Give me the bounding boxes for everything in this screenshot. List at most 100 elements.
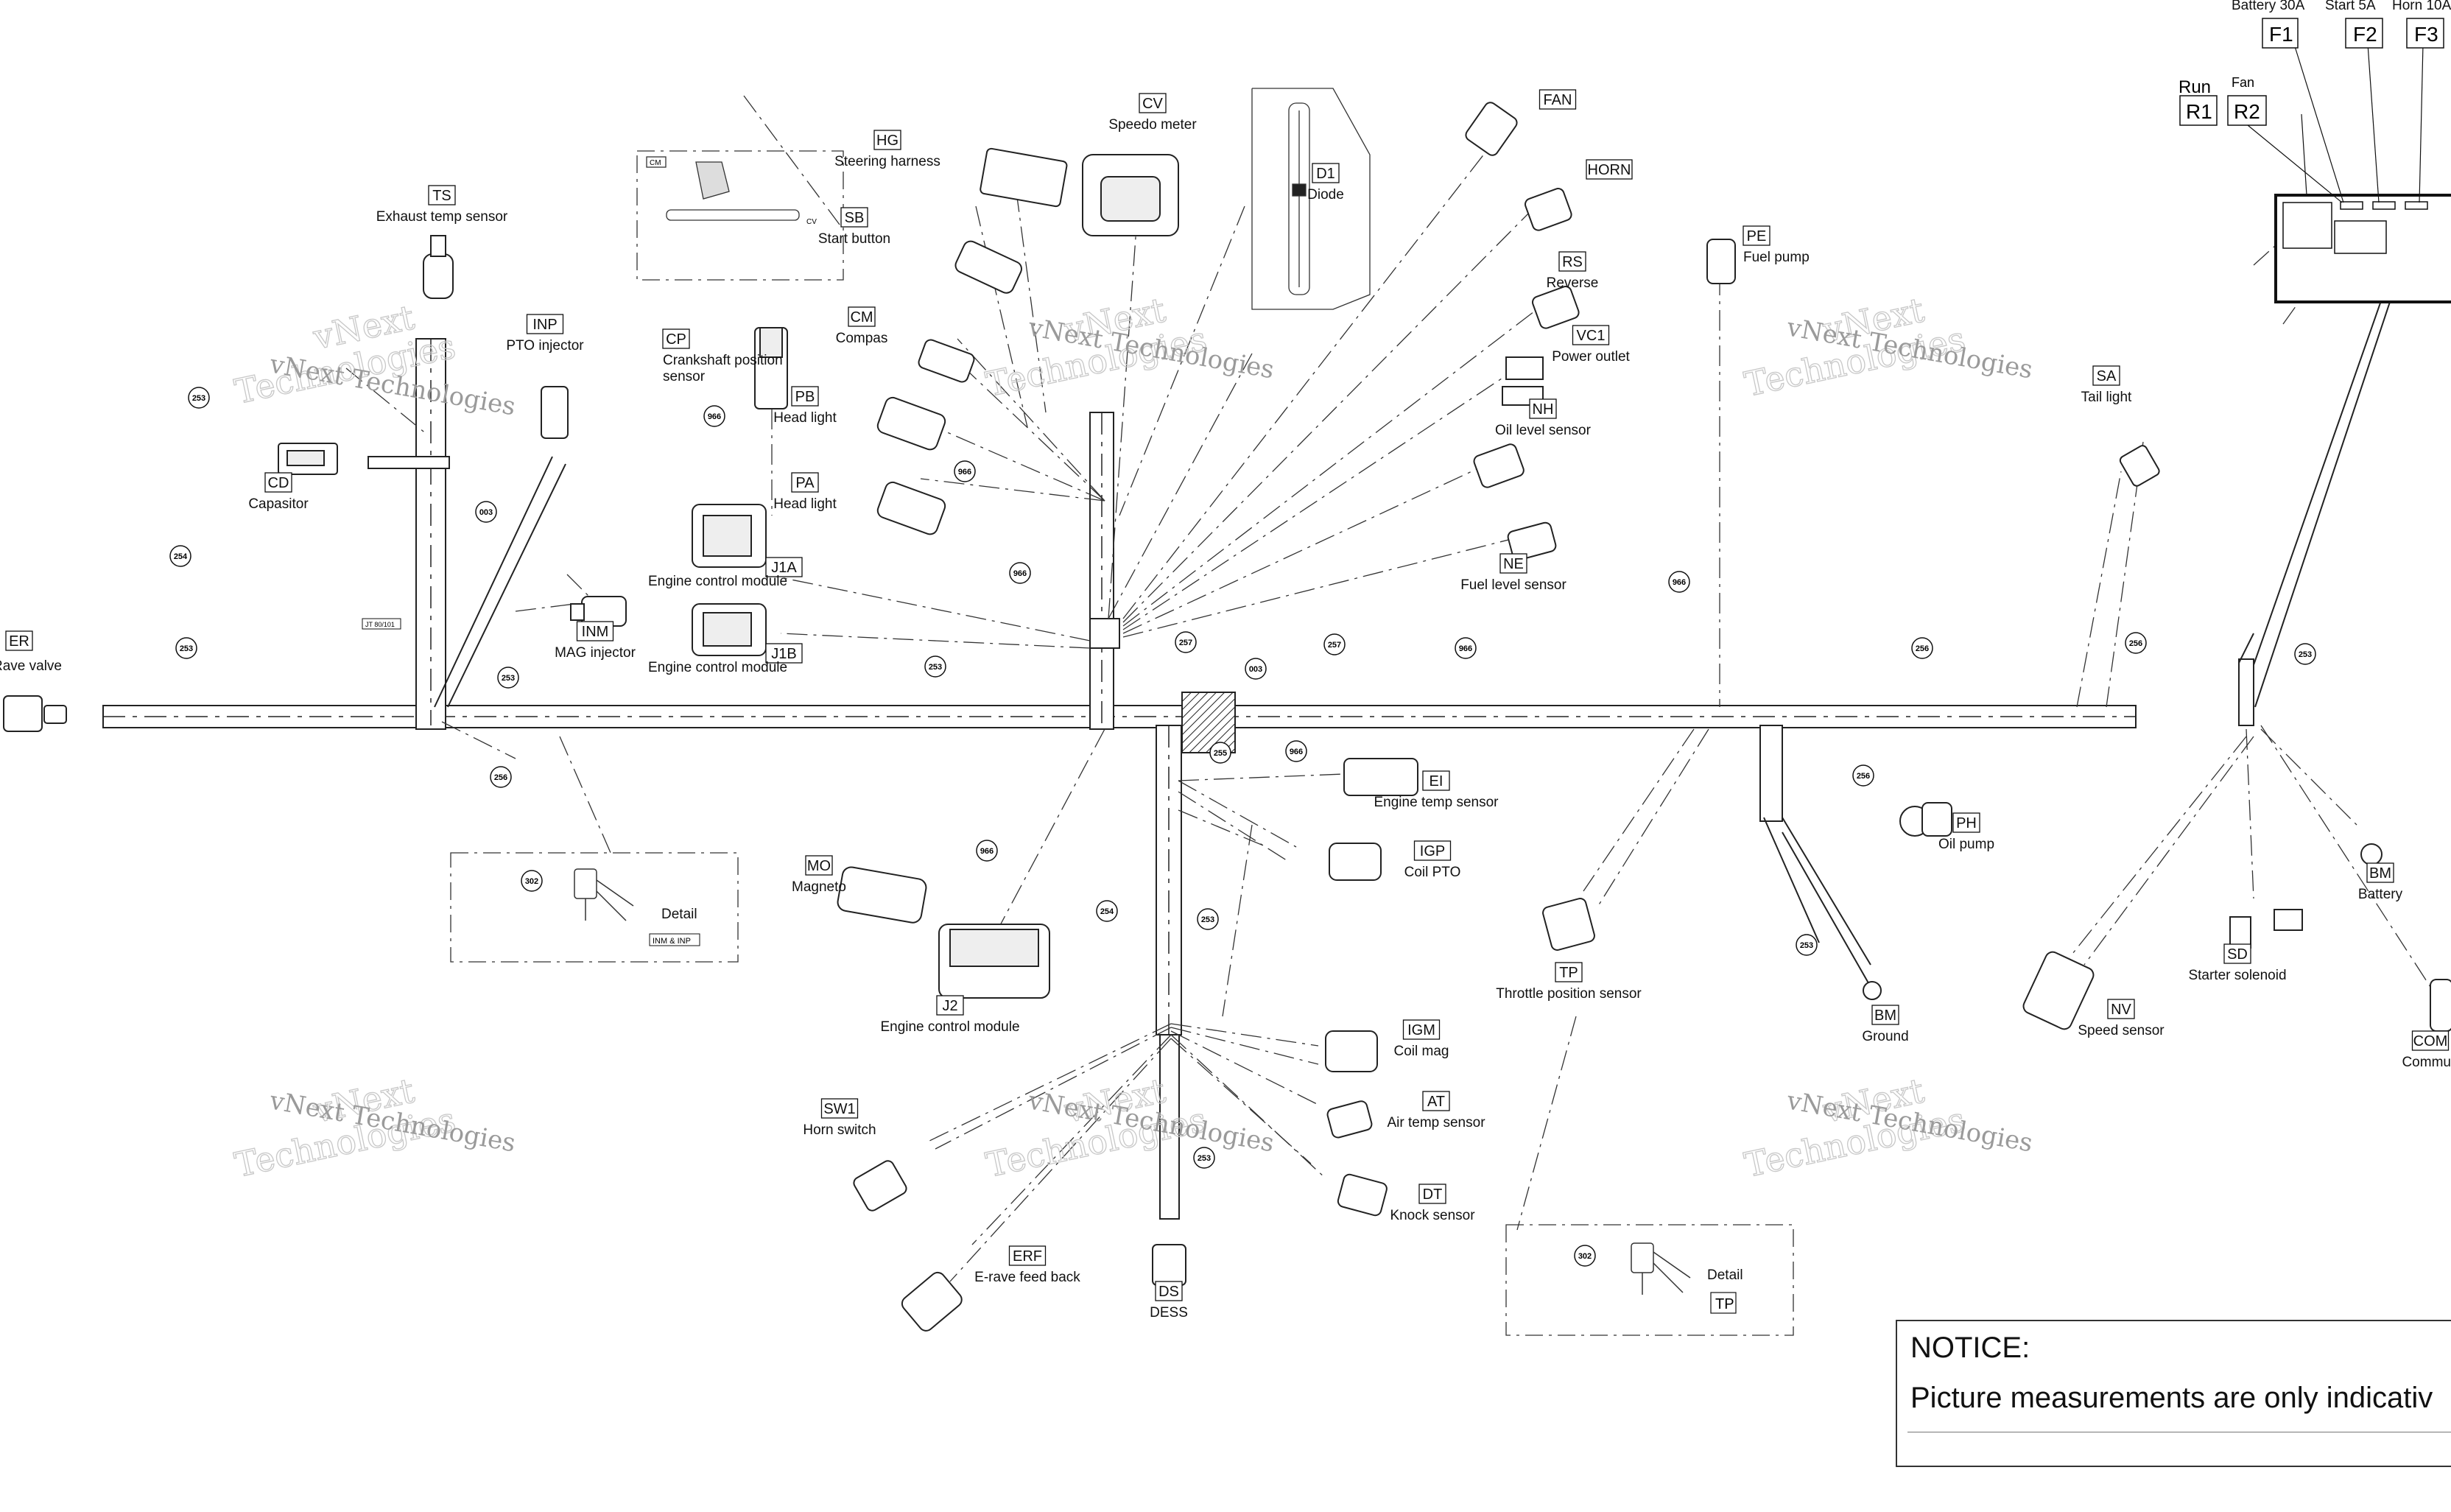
component-code: NV [2111,1002,2131,1018]
fuse-f3-code: F3 [2414,23,2438,46]
component-igm: IGM Coil mag [1394,1019,1449,1059]
component-code: J1B [771,646,796,662]
component-code: IGM [1407,1022,1435,1038]
component-label: Coil mag [1394,1044,1449,1059]
code-box [1555,962,1583,982]
component-code: EI [1430,773,1443,790]
relay-r1-code: R1 [2186,100,2212,123]
component-code: DT [1423,1186,1443,1203]
connector-com-icon [2430,979,2451,1032]
cm-inset-tag-right: CV [806,218,817,226]
component-code: ER [9,633,29,650]
component-code: SA [2097,368,2117,384]
component-code: VC1 [1577,328,1606,344]
component-code: J1A [771,560,797,576]
callout-bubble: 966 [703,405,725,427]
connector-ground-icon [1863,981,1882,1000]
component-code: CM [850,309,873,326]
code-box [848,306,876,327]
bubble-number: 253 [192,394,205,403]
component-code: NE [1503,556,1524,572]
component-label: Tail light [2081,390,2132,405]
connector-erf-icon [901,1271,963,1332]
code-box [1402,1019,1441,1040]
connector-sa-icon [2119,445,2160,487]
connector-er-icon [3,695,67,732]
connector-nv-icon [2022,951,2095,1030]
bubble-number: 302 [1578,1252,1592,1261]
callout-bubble: 256 [1911,637,1933,659]
connector-inp-icon [541,386,569,439]
code-box [805,855,833,876]
detail-inj-content [574,868,634,921]
component-label-line2: sensor [663,369,706,384]
bubble-number: 253 [1201,915,1214,924]
callout-bubble: 255 [1209,742,1231,764]
relay-r2-code: R2 [2234,100,2260,123]
component-label: Head light [773,496,837,512]
callout-bubble: 253 [2294,643,2316,665]
callout-bubble: 256 [1852,764,1874,787]
fuse-f1-code: F1 [2269,23,2293,46]
detail-tp-tag: TP [1715,1296,1734,1312]
bubble-number: 253 [180,644,193,653]
component-code: SD [2227,946,2248,963]
code-box [2092,365,2120,386]
code-box [765,557,803,577]
component-label: Knock sensor [1390,1208,1475,1223]
connector-dt-icon [1337,1173,1388,1217]
bubble-number: 253 [2299,650,2312,659]
fuse-box [2247,43,2451,303]
detail-inj-tag: INM & INP [653,937,691,946]
component-label: Battery [2358,887,2403,902]
bubble-number: 254 [1100,907,1114,916]
connector-pe-icon [1706,239,1736,284]
callout-bubble: 966 [1285,740,1307,762]
connector-glyphs [3,102,2451,1332]
component-label: Fuel pump [1743,250,1810,265]
component-label: Oil level sensor [1495,423,1592,438]
callout-bubble: 966 [1455,637,1477,659]
callout-bubbles: 2532542532562530033029669669669662570032… [169,387,2316,1267]
component-label: Oil pump [1938,837,1994,852]
component-code: AT [1427,1094,1445,1110]
component-code: PE [1747,228,1767,245]
component-label: E-rave feed back [974,1270,1080,1285]
component-label: Ground [1862,1029,1908,1044]
detail-inj-title: Detail [661,907,697,922]
code-box [1422,1091,1450,1111]
component-code: TS [432,188,451,204]
code-box [791,472,819,493]
component-dt: DT Knock sensor [1390,1184,1475,1223]
bubble-number: 302 [525,877,538,886]
component-label: Capasitor [248,496,309,512]
callout-bubble: 253 [175,637,197,659]
component-label: Reverse [1547,275,1599,291]
branch-wires [345,95,2431,1282]
connector-j2-icon [938,924,1050,999]
code-box [2223,943,2251,964]
code-box [840,207,868,228]
bubble-number: 966 [708,412,721,421]
component-horn: HORN [1586,159,1633,180]
notice-box: NOTICE: Picture measurements are only in… [1896,1320,2451,1467]
component-code: COM [2413,1033,2448,1049]
fuse-labels: Battery 30A Start 5A Horn 10A F1 F2 F3 R… [2179,0,2451,126]
code-box [873,130,901,150]
